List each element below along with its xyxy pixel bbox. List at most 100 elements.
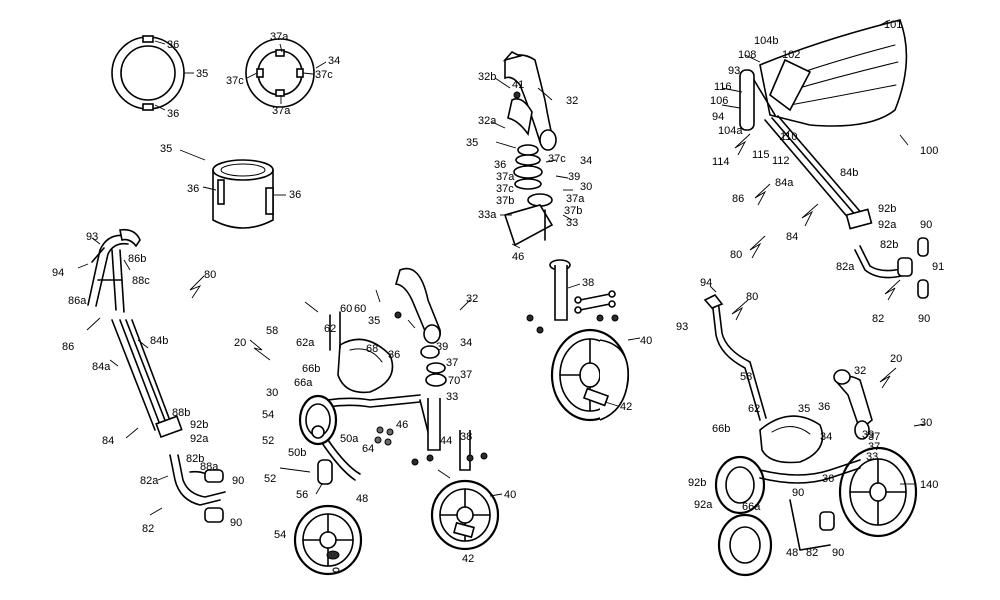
ref-label: 38 [582, 277, 594, 289]
ref-label: 30 [920, 417, 932, 429]
ref-label: 104b [754, 35, 778, 47]
ref-label: 37a [270, 31, 289, 43]
ref-label: 39 [436, 341, 448, 353]
ref-label: 66b [712, 423, 730, 435]
ref-label: 94 [700, 277, 712, 289]
ref-label: 90 [918, 313, 930, 325]
ref-label: 66a [294, 377, 313, 389]
ref-label: 82b [186, 453, 204, 465]
ref-label: 37 [868, 431, 880, 443]
ref-label: 106 [710, 95, 728, 107]
ref-label: 35 [368, 315, 380, 327]
ref-label: 32a [478, 115, 497, 127]
ref-label: 36 [822, 473, 834, 485]
ref-label: 35 [466, 137, 478, 149]
ref-label: 91 [932, 261, 944, 273]
ref-label: 82a [836, 261, 855, 273]
ref-label: 36 [289, 189, 301, 201]
ref-label: 80 [204, 269, 216, 281]
ref-label: 86 [62, 341, 74, 353]
ref-label: 32 [466, 293, 478, 305]
ref-label: 88c [132, 275, 150, 287]
ref-label: 36 [818, 401, 830, 413]
cylinder-35-figure [179, 149, 286, 229]
assembled-tricycle-figure [703, 285, 926, 577]
ref-label: 62 [324, 323, 336, 335]
ref-label: 52 [264, 473, 276, 485]
ref-label: 92a [878, 219, 897, 231]
ref-label: 40 [504, 489, 516, 501]
ref-label: 116 [714, 81, 732, 93]
ref-label: 90 [792, 487, 804, 499]
ref-label: 58 [266, 325, 278, 337]
ring-34-figure [245, 38, 327, 108]
ref-label: 68 [366, 343, 378, 355]
ref-label: 62 [748, 403, 760, 415]
ref-label: 58 [740, 371, 752, 383]
reference-numerals: 36 35 36 37a 34 37c 37c 37a 35 36 36 93 … [52, 19, 944, 565]
ref-label: 84 [102, 435, 114, 447]
ref-label: 34 [460, 337, 472, 349]
ref-label: 90 [230, 517, 242, 529]
ref-label: 39 [862, 429, 874, 441]
ref-label: 82a [140, 475, 159, 487]
ref-label: 56 [296, 489, 308, 501]
ref-label: 46 [512, 251, 524, 263]
ref-label: 37 [868, 441, 880, 453]
ref-label: 101 [884, 19, 902, 31]
ref-label: 36 [167, 108, 179, 120]
ref-label: 36 [167, 39, 179, 51]
ref-label: 37c [548, 153, 566, 165]
ref-label: 44 [440, 435, 452, 447]
wheel-40-lower-figure [430, 479, 503, 551]
ref-label: 84a [92, 361, 111, 373]
ref-label: 35 [160, 143, 172, 155]
ref-label: 37c [315, 69, 333, 81]
ref-label: 34 [580, 155, 592, 167]
ref-label: 40 [640, 335, 652, 347]
ref-label: 88a [200, 461, 219, 473]
ref-label: 52 [262, 435, 274, 447]
canopy-assembly-100-figure [721, 19, 929, 301]
ref-label: 33 [866, 451, 878, 463]
ref-label: 94 [712, 111, 724, 123]
ref-label: 70 [448, 375, 460, 387]
ref-label: 39 [568, 171, 580, 183]
ref-label: 54 [262, 409, 274, 421]
ref-label: 140 [920, 479, 938, 491]
ref-label: 66a [742, 501, 761, 513]
ref-label: 32b [478, 71, 496, 83]
ref-label: 42 [462, 553, 474, 565]
ref-label: 82 [806, 547, 818, 559]
ref-label: 80 [746, 291, 758, 303]
ref-label: 82b [880, 239, 898, 251]
rear-wheel-54-figure [293, 504, 363, 576]
ref-label: 108 [738, 49, 756, 61]
ref-label: 100 [920, 145, 938, 157]
ref-label: 86a [68, 295, 87, 307]
ref-label: 37a [496, 171, 515, 183]
ref-label: 86b [128, 253, 146, 265]
ref-label: 92b [878, 203, 896, 215]
ref-label: 37c [496, 183, 514, 195]
ref-label: 48 [786, 547, 798, 559]
ref-label: 60 [340, 303, 352, 315]
ref-label: 64 [362, 443, 374, 455]
ref-label: 46 [396, 419, 408, 431]
ref-label: 37b [496, 195, 514, 207]
ref-label: 34 [328, 55, 340, 67]
ref-label: 112 [772, 155, 790, 167]
ref-label: 35 [798, 403, 810, 415]
ref-label: 33 [446, 391, 458, 403]
ref-label: 20 [234, 337, 246, 349]
ref-label: 110 [780, 131, 798, 143]
ref-label: 66b [302, 363, 320, 375]
ref-label: 30 [580, 181, 592, 193]
ref-label: 33a [478, 209, 497, 221]
fork-assembly-30-figure [491, 51, 619, 334]
ref-label: 35 [196, 68, 208, 80]
ref-label: 90 [832, 547, 844, 559]
ref-label: 36 [388, 349, 400, 361]
ref-label: 37a [566, 193, 585, 205]
ref-label: 93 [728, 65, 740, 77]
